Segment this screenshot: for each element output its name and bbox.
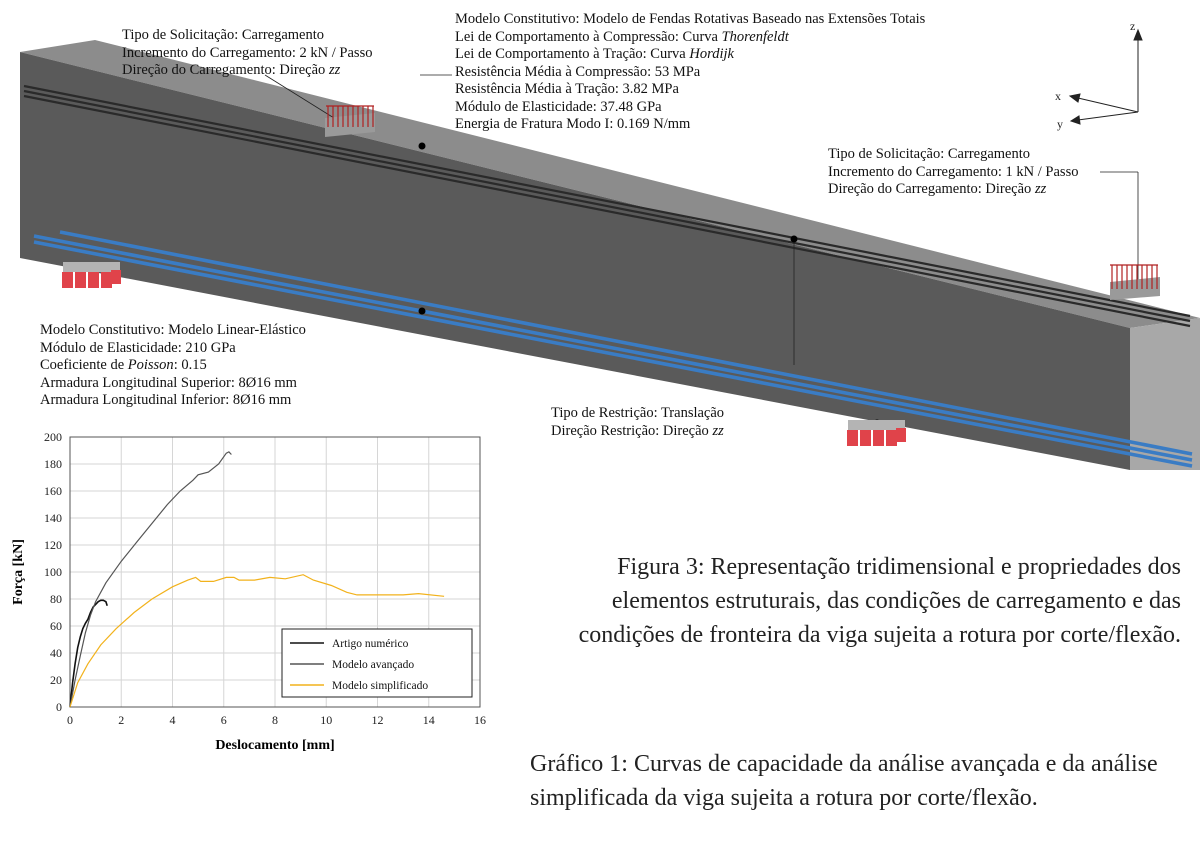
bottom-rebars bbox=[33, 230, 1193, 468]
x-tick-label: 0 bbox=[67, 713, 73, 727]
x-tick-label: 14 bbox=[423, 713, 435, 727]
x-tick-label: 4 bbox=[170, 713, 176, 727]
load-left bbox=[325, 105, 375, 137]
legend-label: Modelo simplificado bbox=[332, 680, 428, 692]
y-tick-label: 120 bbox=[44, 538, 62, 552]
chart-ticks: 0 20 40 60 80 100 120 140 160 180 200 0 2 4 6 8 10 12 14 16 bbox=[44, 430, 486, 727]
load-left-type: Tipo de Solicitação: Carregamento bbox=[122, 27, 325, 43]
y-tick-label: 20 bbox=[50, 673, 62, 687]
chart-plot-frame bbox=[69, 436, 481, 708]
chart-y-axis-label: Força [kN] bbox=[11, 539, 26, 605]
restraint-type: Tipo de Restrição: Translação bbox=[551, 405, 725, 421]
capacity-curve-chart: 0 20 40 60 80 100 120 140 160 180 200 0 2 4 6 8 10 12 14 16… bbox=[11, 430, 486, 753]
steel-bottom-reinforcement: Armadura Longitudinal Inferior: 8Ø16 mm bbox=[40, 392, 292, 408]
x-tick-label: 12 bbox=[372, 713, 384, 727]
load-right-direction: Direção do Carregamento: Direção zz bbox=[828, 181, 1047, 197]
concrete-compressive-strength: Resistência Média à Compressão: 53 MPa bbox=[455, 63, 701, 80]
beam-front-face bbox=[20, 52, 1130, 470]
concrete-annotation: Modelo Constitutivo: Modelo de Fendas Ro… bbox=[455, 11, 925, 134]
concrete-compression-law: Lei de Comportamento à Compressão: Curva… bbox=[455, 28, 789, 45]
x-tick-label: 10 bbox=[320, 713, 332, 727]
steel-top-reinforcement: Armadura Longitudinal Superior: 8Ø16 mm bbox=[40, 374, 297, 391]
beam-end-face bbox=[1130, 318, 1200, 470]
graph-caption: Gráfico 1: Curvas de capacidade da análi… bbox=[530, 751, 1158, 811]
steel-elastic-modulus: Módulo de Elasticidade: 210 GPa bbox=[40, 339, 236, 356]
concrete-tensile-strength: Resistência Média à Tração: 3.82 MPa bbox=[455, 81, 679, 97]
load-right-increment: Incremento do Carregamento: 1 kN / Passo bbox=[828, 163, 1079, 180]
axis-y-label: y bbox=[1057, 117, 1063, 131]
leader-lines bbox=[264, 74, 1139, 430]
y-tick-label: 180 bbox=[44, 457, 62, 471]
support-right bbox=[847, 420, 906, 446]
x-tick-label: 2 bbox=[118, 713, 124, 727]
steel-poisson: Coeficiente de Poisson: 0.15 bbox=[40, 357, 207, 373]
series-line-artigo-numérico bbox=[69, 599, 108, 708]
load-right-type: Tipo de Solicitação: Carregamento bbox=[828, 146, 1031, 162]
beam-top-face bbox=[20, 40, 1200, 328]
concrete-model: Modelo Constitutivo: Modelo de Fendas Ro… bbox=[455, 11, 926, 27]
steel-annotation: Modelo Constitutivo: Modelo Linear-Elást… bbox=[40, 322, 306, 410]
chart-series bbox=[69, 451, 445, 708]
axis-x-label: x bbox=[1055, 89, 1061, 103]
legend-label: Artigo numérico bbox=[332, 638, 409, 650]
restraint-annotation: Tipo de Restrição: Translação Direção Re… bbox=[551, 405, 724, 440]
load-right bbox=[1110, 264, 1160, 300]
y-tick-label: 100 bbox=[44, 565, 62, 579]
restraint-direction: Direção Restrição: Direção zz bbox=[551, 422, 724, 439]
series-line-modelo-avançado bbox=[69, 451, 232, 708]
x-tick-label: 16 bbox=[474, 713, 486, 727]
top-rebars bbox=[23, 84, 1191, 328]
load-left-annotation: Tipo de Solicitação: Carregamento Increm… bbox=[122, 27, 372, 80]
load-left-direction: Direção do Carregamento: Direção zz bbox=[122, 62, 341, 78]
support-left bbox=[62, 262, 121, 288]
coordinate-axes: z x y bbox=[1055, 19, 1143, 131]
y-tick-label: 160 bbox=[44, 484, 62, 498]
y-tick-label: 0 bbox=[56, 700, 62, 714]
series-line-modelo-simplificado bbox=[69, 574, 445, 708]
load-left-increment: Incremento do Carregamento: 2 kN / Passo bbox=[122, 44, 373, 61]
chart-x-axis-label: Deslocamento [mm] bbox=[215, 738, 334, 753]
y-tick-label: 60 bbox=[50, 619, 62, 633]
beam-3d-illustration: z x y bbox=[20, 19, 1200, 470]
steel-model: Modelo Constitutivo: Modelo Linear-Elást… bbox=[40, 322, 306, 338]
figure-caption: Figura 3: Representação tridimensional e… bbox=[578, 554, 1181, 648]
legend-label: Modelo avançado bbox=[332, 659, 414, 671]
axis-z-label: z bbox=[1130, 19, 1135, 33]
concrete-elastic-modulus: Módulo de Elasticidade: 37.48 GPa bbox=[455, 98, 662, 115]
y-tick-label: 200 bbox=[44, 430, 62, 444]
concrete-tension-law: Lei de Comportamento à Tração: Curva Hor… bbox=[455, 46, 734, 62]
x-tick-label: 8 bbox=[272, 713, 278, 727]
load-right-annotation: Tipo de Solicitação: Carregamento Increm… bbox=[828, 146, 1078, 199]
y-tick-label: 80 bbox=[50, 592, 62, 606]
x-tick-label: 6 bbox=[221, 713, 227, 727]
y-tick-label: 140 bbox=[44, 511, 62, 525]
concrete-fracture-energy: Energia de Fratura Modo I: 0.169 N/mm bbox=[455, 116, 691, 132]
y-tick-label: 40 bbox=[50, 646, 62, 660]
